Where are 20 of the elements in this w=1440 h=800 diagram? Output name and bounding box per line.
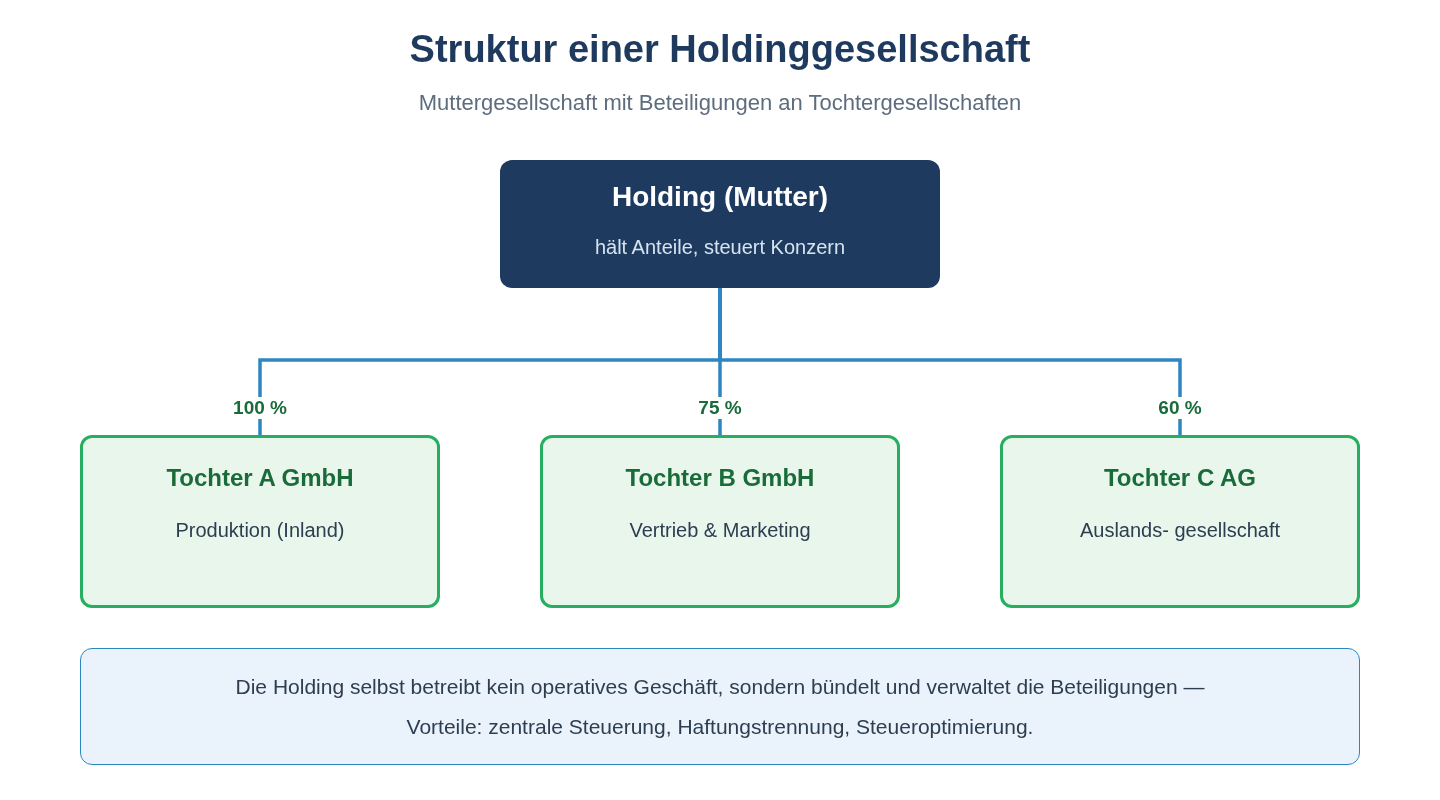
edge-label: 75 % <box>696 397 744 419</box>
company-description: hält Anteile, steuert Konzern <box>594 235 846 260</box>
company-name: Tochter A GmbH <box>166 464 354 492</box>
company-name: Tochter C AG <box>1104 464 1256 492</box>
parent-company-box <box>500 160 940 288</box>
diagram-subtitle: Muttergesellschaft mit Beteiligungen an Tochtergesellschaften <box>417 90 1023 116</box>
subsidiary-box <box>80 435 440 608</box>
company-description: Produktion (Inland) <box>175 518 345 543</box>
note-box <box>80 648 1360 765</box>
company-description: Vertrieb & Marketing <box>629 518 811 543</box>
diagram-title: Struktur einer Holdinggesellschaft <box>408 28 1032 71</box>
connector-line <box>718 288 1182 435</box>
edge-label: 60 % <box>1156 397 1204 419</box>
subsidiary-box <box>540 435 900 608</box>
company-name: Tochter B GmbH <box>625 464 815 492</box>
note-text: Die Holding selbst betreibt kein operatives Geschäft, sondern bündelt und verwaltet die Beteiligungen — Vorteile: zentrale Steuerung, Haftungstrennung, Steueroptimierung. <box>234 673 1206 740</box>
subsidiary-box <box>1000 435 1360 608</box>
edge-label: 100 % <box>231 397 289 419</box>
company-name: Holding (Mutter) <box>611 181 829 213</box>
company-description: Auslands- gesellschaft <box>1079 518 1281 543</box>
